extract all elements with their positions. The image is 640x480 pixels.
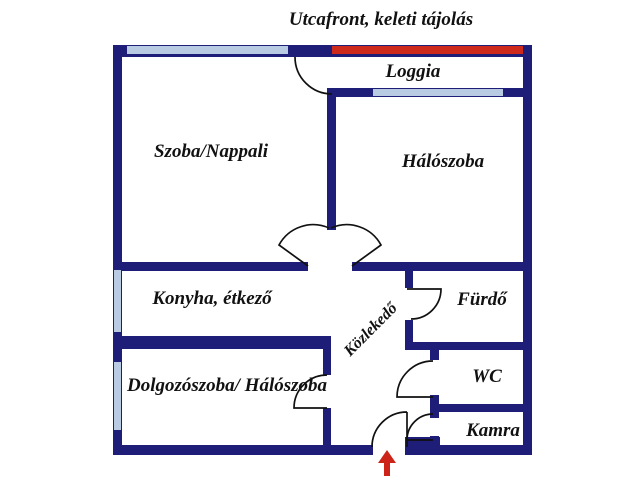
wall-outer-right	[523, 45, 532, 455]
window-haloszoba-top	[373, 89, 503, 96]
wall-furdo-left-upper	[405, 271, 413, 288]
windows	[114, 46, 503, 430]
wall-furdo-bottom	[405, 342, 523, 350]
wall-kamra-left-lower	[430, 436, 439, 455]
wall-dolgozo-right-upper	[323, 349, 331, 375]
door-double-left	[277, 223, 330, 267]
room-label-kozlekedo: Közlekedő	[340, 299, 401, 360]
room-label-haloszoba: Hálószoba	[401, 151, 485, 172]
wall-main-horizontal-left	[113, 262, 308, 271]
plan-title: Utcafront, keleti tájolás	[289, 9, 473, 30]
wall-main-horizontal-right	[352, 262, 523, 271]
wall-kamra-threshold	[405, 437, 440, 447]
wall-outer-left	[113, 45, 122, 455]
wall-furdo-left-lower	[405, 320, 413, 350]
entrance-arrow-icon	[378, 450, 396, 476]
wall-kamra-left-upper	[430, 412, 439, 418]
street-front-wall	[332, 46, 523, 54]
wall-konyha-dolgozo-divider	[113, 336, 331, 349]
room-label-furdo: Fürdő	[456, 289, 508, 310]
door-wc	[396, 360, 434, 398]
door-kamra	[406, 413, 434, 441]
room-label-wc: WC	[472, 366, 502, 387]
door-swings	[277, 56, 442, 448]
wall-dolgozo-right-lower	[323, 408, 331, 445]
room-label-dolgozoszoba: Dolgozószoba/ Hálószoba	[126, 375, 328, 396]
window-dolgozo-left	[114, 362, 121, 430]
room-label-szoba-nappali: Szoba/Nappali	[154, 141, 269, 162]
wall-wc-left-upper	[430, 350, 439, 360]
wall-wc-left-lower	[430, 395, 439, 404]
room-label-konyha-etkezo: Konyha, étkező	[151, 288, 273, 309]
door-furdo	[407, 288, 442, 320]
door-dolgozoszoba	[293, 374, 328, 409]
wall-outer-bottom-left	[113, 445, 373, 455]
wall-outer-bottom-right	[405, 445, 532, 455]
room-label-kamra: Kamra	[465, 420, 520, 441]
door-entrance	[371, 411, 408, 448]
window-szoba-top	[127, 46, 288, 54]
wall-wc-kamra-divider	[430, 404, 523, 412]
room-label-loggia: Loggia	[385, 61, 441, 82]
room-labels: Utcafront, keleti tájolás Loggia Szoba/N…	[126, 9, 520, 441]
door-loggia	[294, 56, 333, 95]
door-double-right	[330, 223, 383, 267]
window-konyha-left	[114, 270, 121, 332]
wall-szoba-haloszoba-divider	[327, 88, 336, 230]
